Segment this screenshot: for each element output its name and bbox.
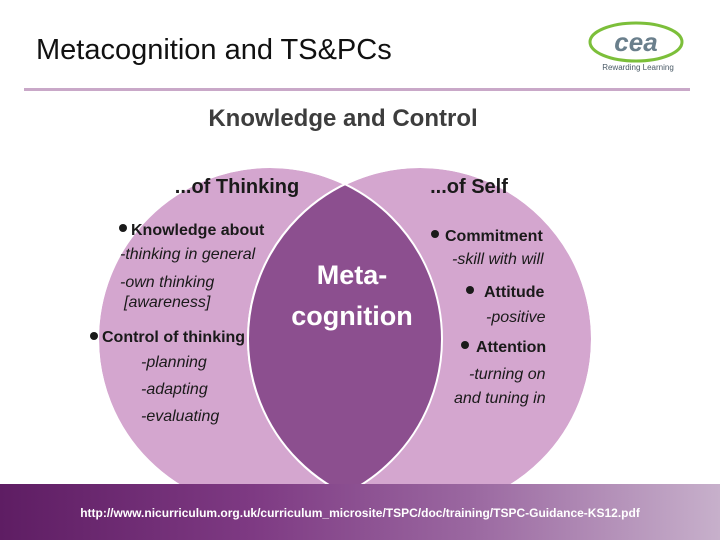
left-heading: ...of Thinking [175,176,299,198]
footer-bar: http://www.nicurriculum.org.uk/curriculu… [0,484,720,540]
left-item: -evaluating [141,408,219,425]
left-item: -thinking in general [120,246,256,263]
diagram-title: Knowledge and Control [208,105,477,132]
right-item: -positive [486,309,546,326]
bullet-icon [466,286,474,294]
right-item-bold: Commitment [445,228,543,245]
right-heading: ...of Self [430,176,508,198]
left-item: -own thinking [120,274,214,291]
logo-wordmark: cea [614,27,657,57]
right-item: and tuning in [454,390,546,407]
right-item: -turning on [469,366,546,383]
title-divider [24,88,690,91]
left-item-bold: Knowledge about [131,222,265,239]
right-item-bold: Attention [476,339,546,356]
right-item: -skill with will [452,251,544,268]
source-link[interactable]: http://www.nicurriculum.org.uk/curriculu… [80,506,640,520]
left-item: [awareness] [123,294,211,311]
logo-tagline: Rewarding Learning [602,63,674,72]
left-item-bold: Control of thinking [102,329,245,346]
center-label-line2: cognition [291,301,412,331]
center-label-line1: Meta- [317,260,388,290]
slide-title: Metacognition and TS&PCs [36,34,392,66]
venn-diagram: Knowledge and Control ...of Thinking ...… [90,105,593,512]
left-item: -adapting [141,381,208,398]
overlap-region [248,167,442,511]
bullet-icon [461,341,469,349]
left-item: -planning [141,354,207,371]
bullet-icon [90,332,98,340]
right-item-bold: Attitude [484,284,545,301]
logo-swoosh [588,21,684,63]
bullet-icon [431,230,439,238]
bullet-icon [119,224,127,232]
cea-logo: cea Rewarding Learning [588,21,684,72]
